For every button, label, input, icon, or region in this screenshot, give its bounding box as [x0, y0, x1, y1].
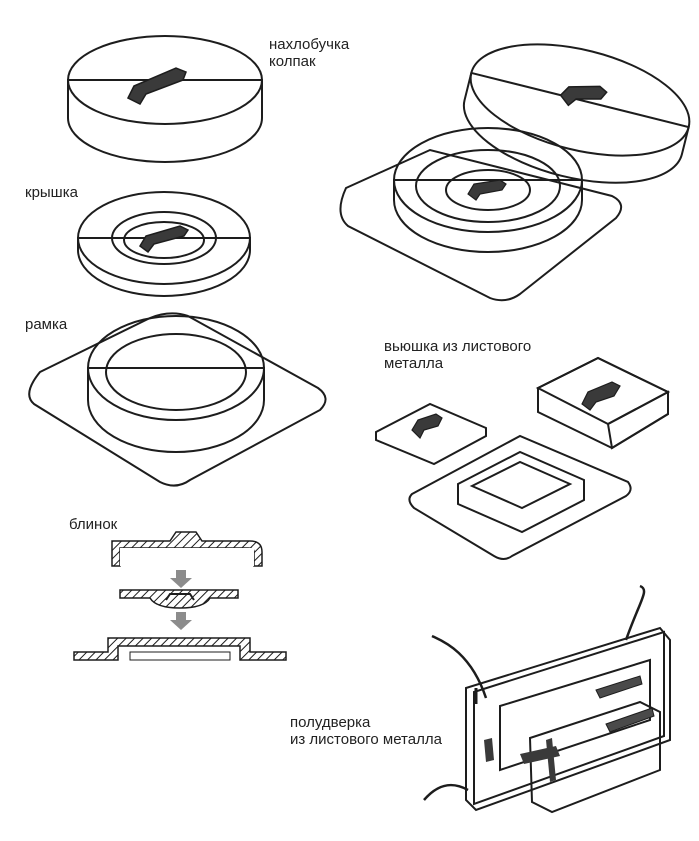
- blinok-label: блинок: [69, 516, 118, 533]
- half-door-label-line2: из листового металла: [290, 731, 442, 748]
- down-arrow-icon: [170, 570, 192, 588]
- sheet-damper-label-line1: вьюшка из листового: [384, 338, 532, 355]
- assembled-damper-illustration: [339, 43, 691, 302]
- cap-illustration: [67, 35, 263, 163]
- handle-icon: [139, 225, 190, 254]
- sheet-damper-illustration: [375, 356, 671, 560]
- half-door-illustration: [423, 584, 671, 814]
- frame-illustration: [28, 312, 327, 487]
- lid-label: крышка: [25, 184, 78, 201]
- cap-label: нахлобучка колпак: [269, 36, 349, 70]
- lid-illustration: [77, 191, 251, 297]
- frame-label: рамка: [25, 316, 68, 333]
- sheet-damper-label: вьюшка из листового металла: [384, 338, 531, 372]
- half-door-label: полудверка из листового металла: [290, 714, 442, 748]
- down-arrow-icon: [170, 612, 192, 630]
- blinok-section: [73, 531, 287, 661]
- cap-label-line1: нахлобучка: [269, 36, 350, 53]
- handle-icon: [126, 67, 187, 105]
- half-door-label-line1: полудверка: [290, 714, 371, 731]
- sheet-damper-label-line2: металла: [384, 355, 444, 372]
- cap-label-line2: колпак: [269, 53, 316, 70]
